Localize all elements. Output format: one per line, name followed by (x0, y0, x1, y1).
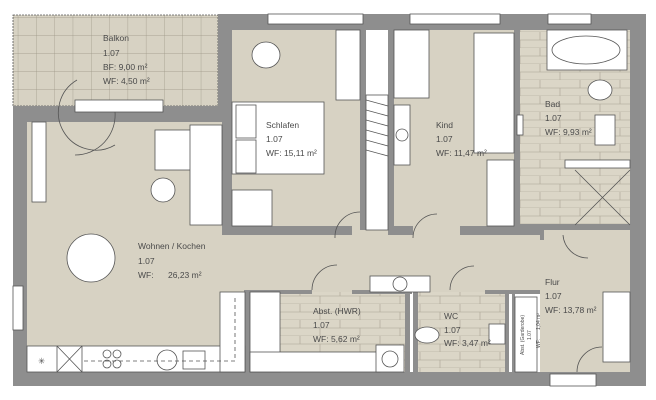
room-number: 1.07 (266, 134, 283, 144)
room-number: 1.07 (138, 256, 155, 266)
room-name: Kind (436, 120, 453, 130)
balcony (12, 14, 219, 107)
room-area: WF: 15,11 m² (266, 148, 317, 158)
room-label-hwr: Abst. (HWR) 1.07 WF: 5,62 m² (313, 306, 361, 344)
room-label-balkon: Balkon 1.07 BF: 9,00 m² WF: 4,50 m² (103, 33, 150, 86)
room-number: 1.07 (103, 48, 120, 58)
room-label-kind: Kind 1.07 WF: 11,47 m² (436, 120, 487, 158)
room-number: 1.07 (545, 291, 562, 301)
room-name: WC (444, 311, 458, 321)
room-area: WF: 9,93 m² (545, 127, 592, 137)
room-label-garderobe: Abst. (Garderobe) 1.07 WF: 1,04 m² (520, 313, 542, 355)
room-label-flur: Flur 1.07 WF: 13,78 m² (545, 277, 597, 315)
room-name: Abst. (Garderobe) (520, 315, 526, 355)
furniture: ✳ (26, 29, 631, 373)
room-area: WF: 5,62 m² (313, 334, 360, 344)
room-area: WF: 11,47 m² (436, 148, 487, 158)
room-name: Schlafen (266, 120, 299, 130)
room-label-bad: Bad 1.07 WF: 9,93 m² (545, 99, 592, 137)
room-label-wc: WC 1.07 WF: 3,47 m² (444, 311, 491, 348)
room-name: Bad (545, 99, 560, 109)
windows (12, 13, 597, 387)
room-area-value: 1,04 m² (536, 313, 542, 330)
room-area-value: 26,23 m² (168, 270, 202, 280)
room-name: Wohnen / Kochen (138, 241, 206, 251)
room-area-wf: WF: 4,50 m² (103, 76, 150, 86)
room-number: 1.07 (436, 134, 453, 144)
room-area: WF: 13,78 m² (545, 305, 597, 315)
room-number: 1.07 (313, 320, 330, 330)
room-number: 1.07 (527, 330, 533, 340)
room-label-wohnen: Wohnen / Kochen 1.07 WF: 26,23 m² (138, 241, 206, 280)
room-number: 1.07 (545, 113, 562, 123)
room-area-label: WF: (138, 270, 154, 280)
room-number: 1.07 (444, 325, 461, 335)
room-area: WF: 3,47 m² (444, 338, 491, 348)
room-name: Flur (545, 277, 560, 287)
room-area-bf: BF: 9,00 m² (103, 62, 148, 72)
room-name: Abst. (HWR) (313, 306, 361, 316)
freezer-symbol: ✳ (38, 356, 46, 366)
room-name: Balkon (103, 33, 129, 43)
room-label-schlafen: Schlafen 1.07 WF: 15,11 m² (266, 120, 317, 158)
room-area-label: WF: (536, 339, 542, 348)
